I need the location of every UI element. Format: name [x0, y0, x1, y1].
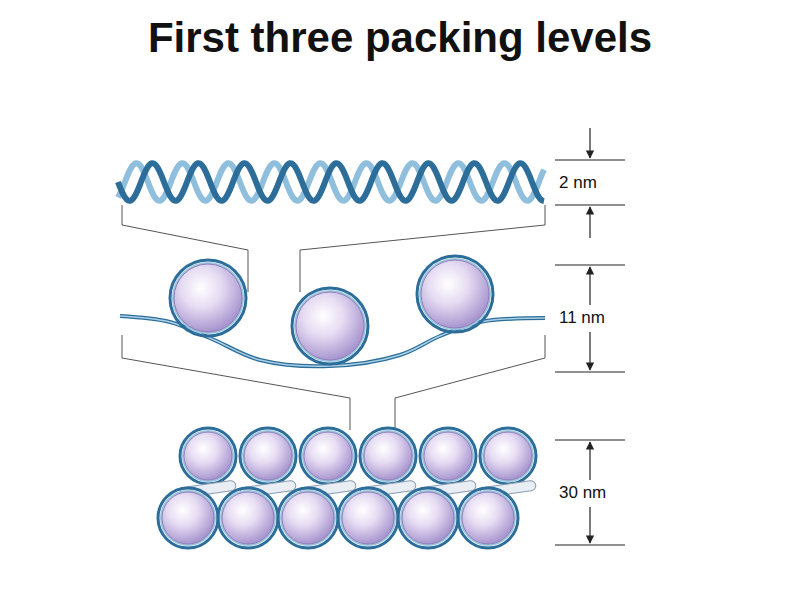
wrapped-dna — [360, 428, 416, 484]
dimension-arrow — [589, 507, 590, 543]
histone-core — [424, 432, 472, 480]
histone-core — [174, 264, 242, 332]
dimension-arrow — [589, 267, 590, 305]
wrapped-dna — [480, 428, 536, 484]
histone-core — [244, 432, 292, 480]
histone-core — [296, 292, 364, 360]
dimension-arrow — [589, 128, 590, 158]
histone-core — [342, 492, 394, 544]
wrapped-dna — [295, 291, 365, 361]
dna-strand — [118, 163, 544, 201]
wrapped-dna — [483, 431, 533, 481]
dimension-tick — [555, 544, 625, 545]
dimension-tick — [555, 204, 625, 205]
wrapped-dna — [161, 491, 215, 545]
histone-core — [484, 432, 532, 480]
dimension-label: 30 nm — [557, 483, 608, 503]
nucleosome-string — [120, 256, 545, 366]
title: First three packing levels — [0, 14, 800, 62]
dimension-label: 11 nm — [557, 308, 607, 328]
histone-core — [364, 432, 412, 480]
dimension-tick — [555, 159, 625, 160]
wrapped-dna — [363, 431, 413, 481]
wrapped-dna — [221, 491, 275, 545]
wrapped-dna — [458, 488, 518, 548]
wrapped-dna — [420, 428, 476, 484]
histone-core — [222, 492, 274, 544]
wrapped-dna — [423, 431, 473, 481]
wrapped-dna — [218, 488, 278, 548]
chromatin-fiber — [158, 428, 536, 548]
wrapped-dna — [417, 256, 493, 332]
dimension-tick — [555, 371, 625, 372]
wrapped-dna — [341, 491, 395, 545]
wrapped-dna — [240, 428, 296, 484]
wrapped-dna — [170, 260, 246, 336]
dimension-marks — [555, 128, 625, 545]
wrapped-dna — [173, 263, 243, 333]
dimension-label: 2 nm — [557, 173, 599, 193]
wrapped-dna — [398, 488, 458, 548]
dimension-tick — [555, 264, 625, 265]
wrapped-dna — [180, 428, 236, 484]
wrapped-dna — [338, 488, 398, 548]
wrapped-dna — [243, 431, 293, 481]
histone-core — [304, 432, 352, 480]
wrapped-dna — [292, 288, 368, 364]
dna-strand — [118, 163, 544, 201]
dna-helix — [118, 163, 544, 201]
wrapped-dna — [158, 488, 218, 548]
wrapped-dna — [278, 488, 338, 548]
wrapped-dna — [420, 259, 490, 329]
dimension-arrow — [589, 207, 590, 238]
dimension-arrow — [589, 442, 590, 480]
wrapped-dna — [183, 431, 233, 481]
dimension-tick — [555, 439, 625, 440]
histone-core — [421, 260, 489, 328]
histone-core — [184, 432, 232, 480]
wrapped-dna — [281, 491, 335, 545]
wrapped-dna — [461, 491, 515, 545]
wrapped-dna — [300, 428, 356, 484]
histone-core — [282, 492, 334, 544]
histone-core — [402, 492, 454, 544]
histone-core — [462, 492, 514, 544]
wrapped-dna — [303, 431, 353, 481]
wrapped-dna — [401, 491, 455, 545]
dimension-arrow — [589, 332, 590, 370]
zoom-lines — [122, 205, 545, 430]
histone-core — [162, 492, 214, 544]
